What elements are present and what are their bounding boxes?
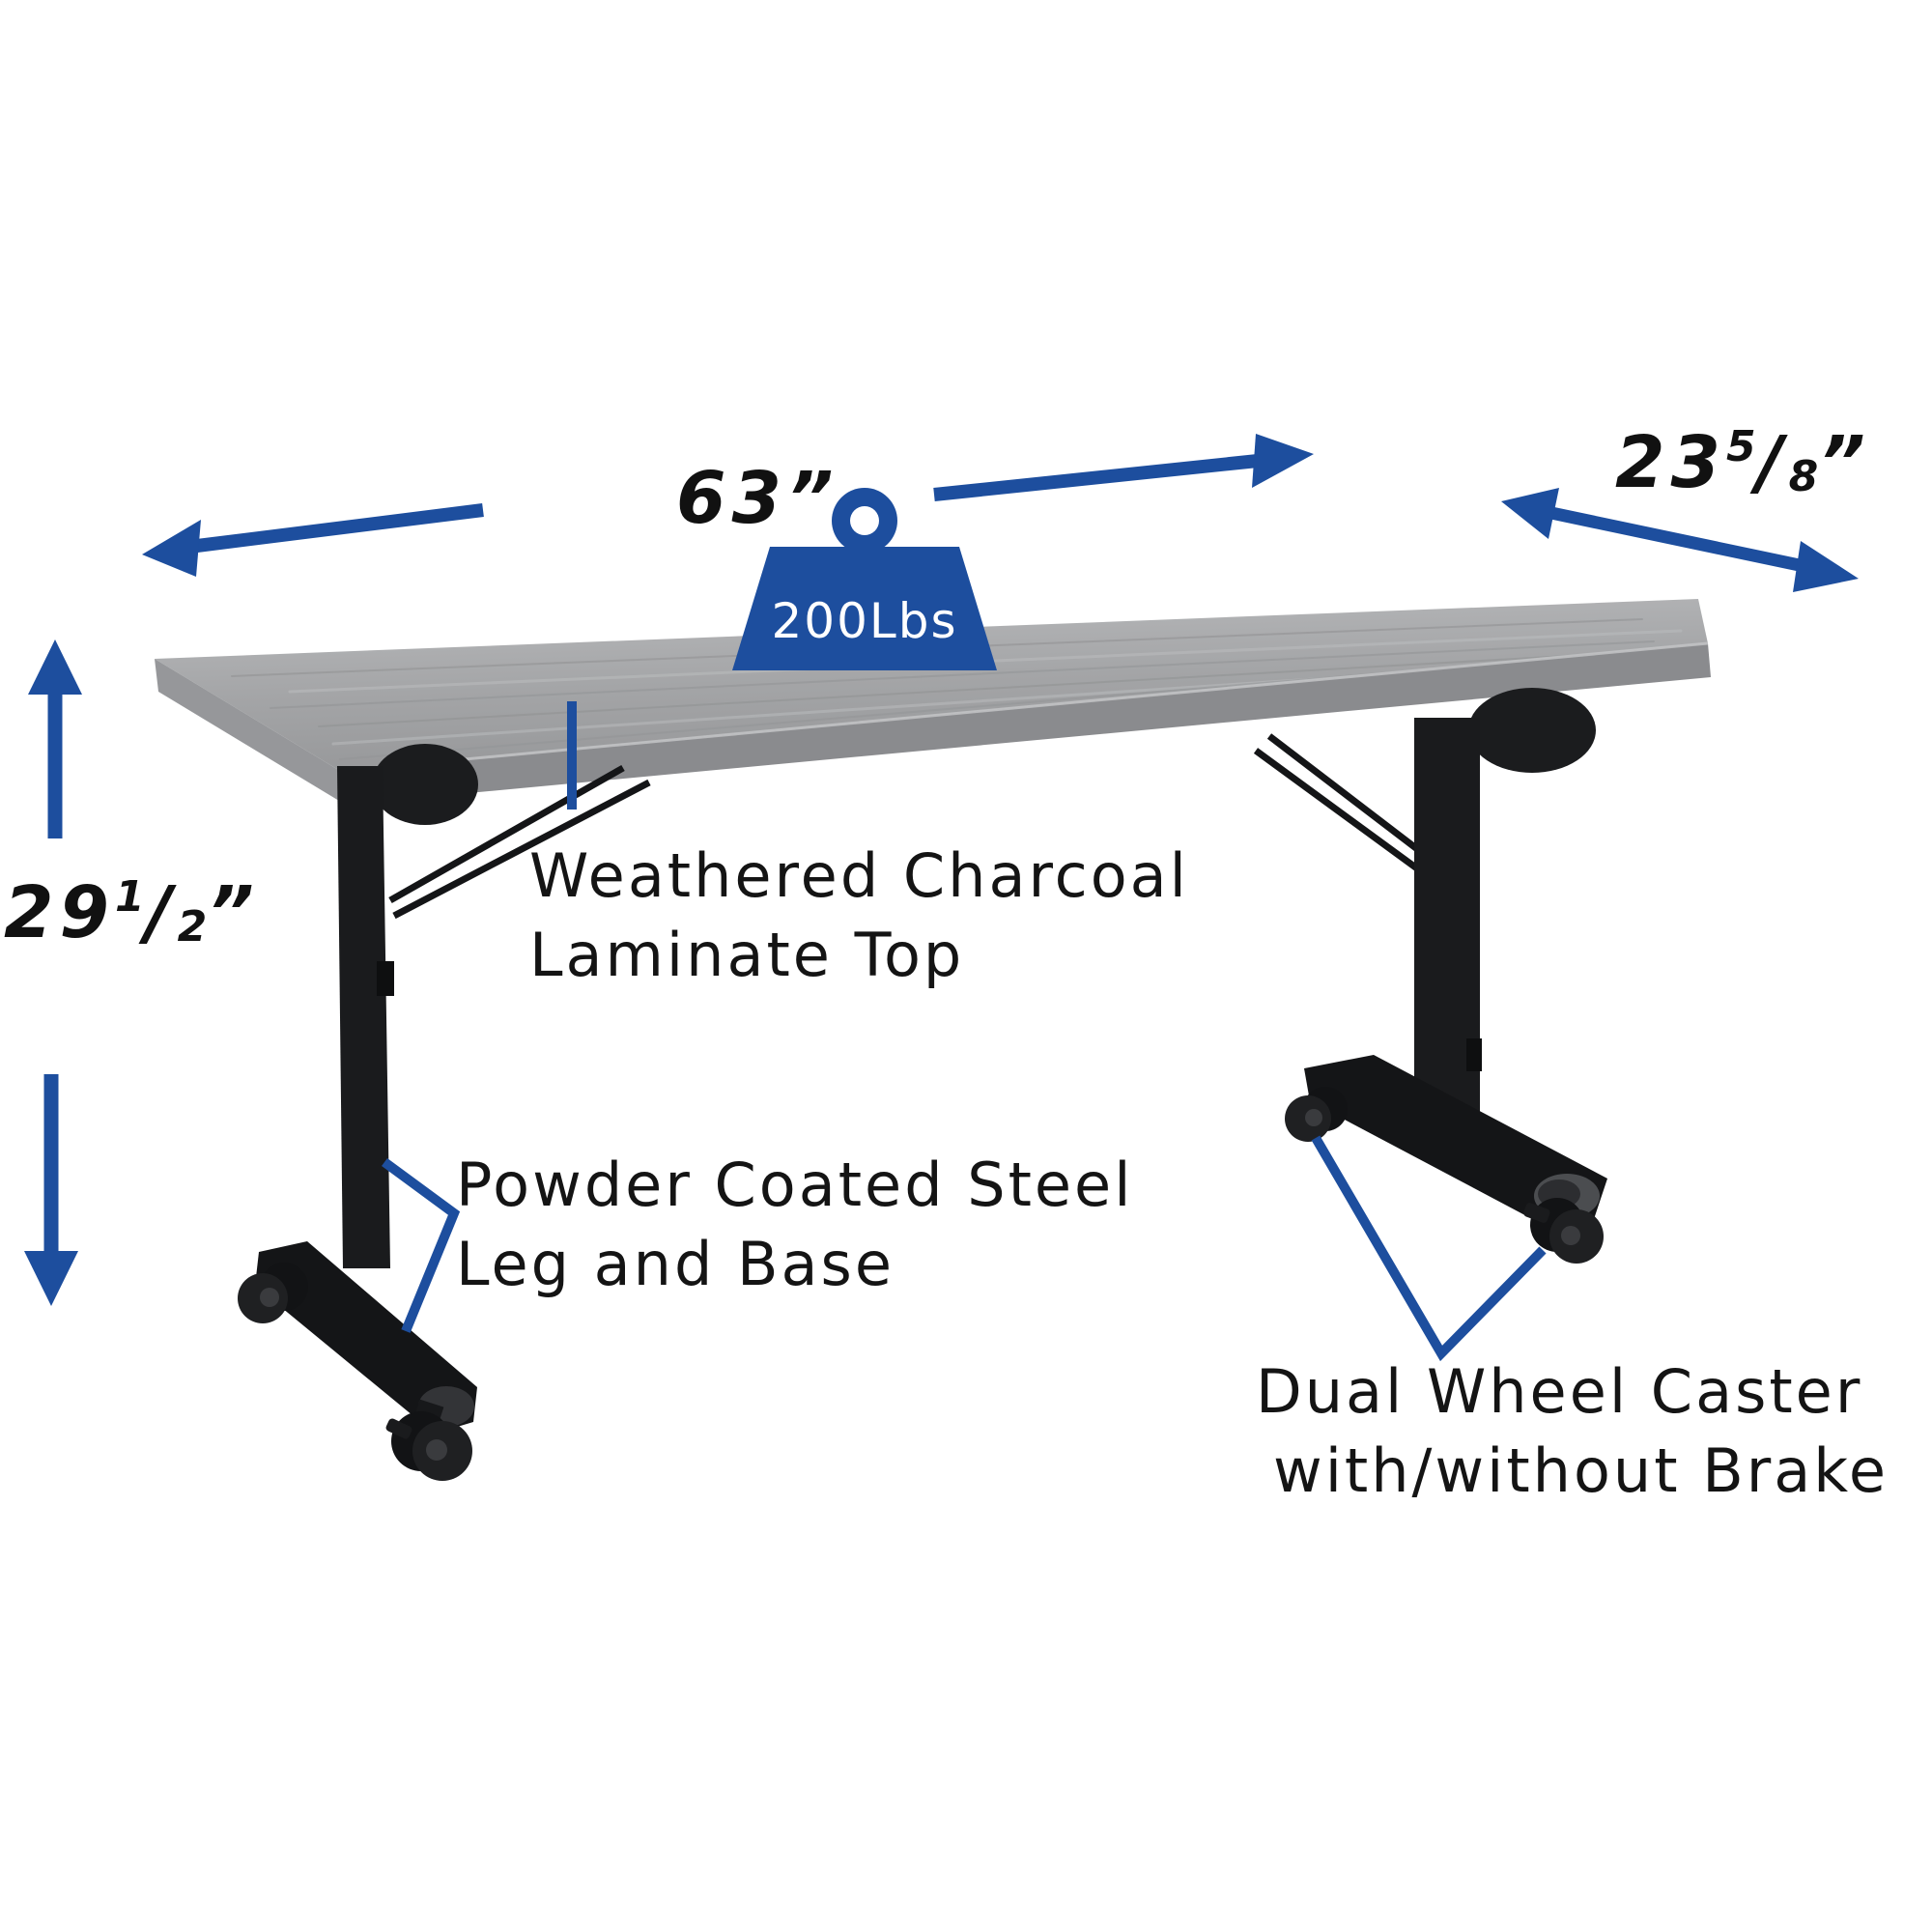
table-top bbox=[155, 599, 1711, 805]
caster-callout-line2: with/without Brake bbox=[1273, 1435, 1889, 1506]
weight-capacity-value: 200Lbs bbox=[771, 593, 957, 649]
table-edge-left bbox=[155, 659, 344, 804]
height-denominator: 2 bbox=[177, 902, 209, 952]
table-edge-front bbox=[340, 643, 1711, 805]
depth-arrow bbox=[1501, 488, 1859, 592]
length-arrow-right bbox=[933, 434, 1314, 501]
laminate-top-callout-line2: Laminate Top bbox=[529, 920, 965, 990]
caster-pointer-line bbox=[1311, 1135, 1547, 1362]
length-value: 63 bbox=[676, 457, 787, 540]
folding-caster-housing-left bbox=[372, 744, 478, 825]
length-arrow-left bbox=[142, 503, 484, 577]
height-numerator: 1 bbox=[114, 872, 146, 922]
leg-pointer-line bbox=[382, 1157, 461, 1333]
right-base bbox=[1304, 1055, 1607, 1221]
height-dimension-label: 291/2” bbox=[4, 871, 260, 954]
left-front-caster bbox=[385, 1399, 472, 1481]
left-leg bbox=[337, 766, 390, 1268]
laminate-top-callout: Weathered Charcoal Laminate Top bbox=[529, 837, 1189, 995]
left-base bbox=[255, 1241, 477, 1434]
depth-dimension-label: 235/8” bbox=[1615, 421, 1871, 504]
steel-leg-callout-line1: Powder Coated Steel bbox=[456, 1150, 1134, 1220]
right-back-caster bbox=[1285, 1087, 1348, 1142]
height-arrow-down bbox=[24, 1074, 78, 1306]
caster-callout: Dual Wheel Caster with/without Brake bbox=[1256, 1352, 1889, 1511]
right-leg bbox=[1414, 718, 1480, 1128]
length-dimension-label: 63” bbox=[676, 457, 839, 540]
height-arrow-up bbox=[28, 639, 82, 838]
right-front-caster bbox=[1523, 1198, 1604, 1264]
steel-leg-callout-line2: Leg and Base bbox=[456, 1229, 895, 1299]
weight-icon: 200Lbs bbox=[732, 488, 997, 670]
steel-leg-callout: Powder Coated Steel Leg and Base bbox=[456, 1146, 1133, 1304]
height-whole: 29 bbox=[4, 871, 115, 954]
left-back-caster bbox=[238, 1263, 308, 1323]
left-leg-assembly bbox=[238, 764, 651, 1481]
laminate-top-callout-line1: Weathered Charcoal bbox=[529, 840, 1189, 911]
right-leg-assembly bbox=[1253, 718, 1607, 1264]
depth-numerator: 5 bbox=[1725, 422, 1757, 471]
depth-whole: 23 bbox=[1615, 421, 1726, 504]
depth-denominator: 8 bbox=[1788, 452, 1820, 501]
caster-callout-line1: Dual Wheel Caster bbox=[1256, 1356, 1863, 1427]
folding-caster-housing-right bbox=[1468, 688, 1596, 773]
